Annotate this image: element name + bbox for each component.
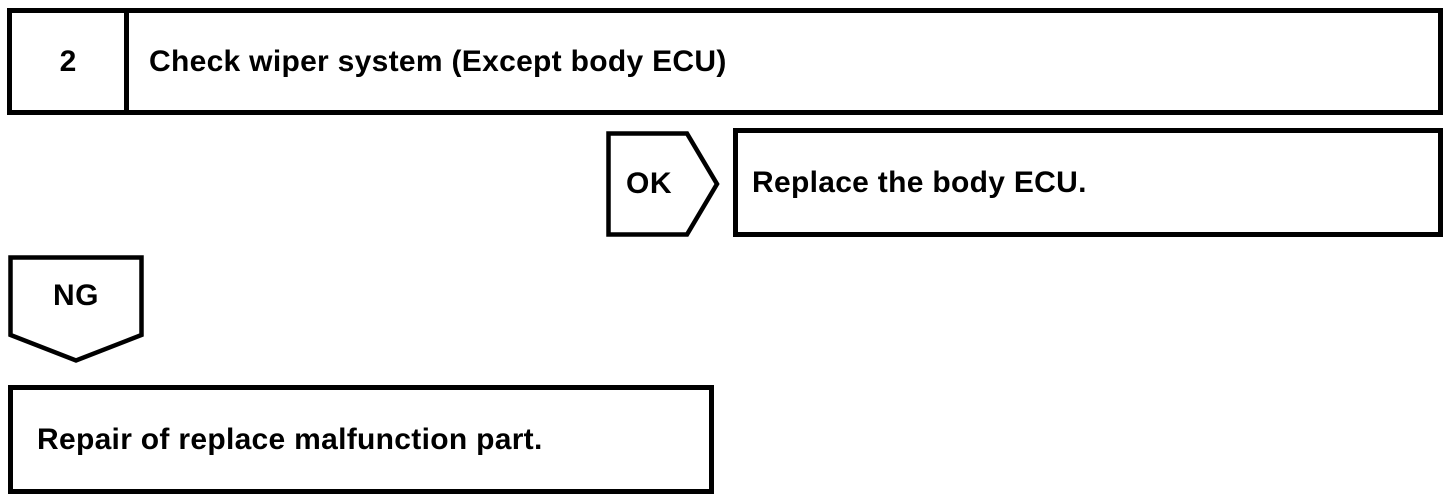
ok-action-text: Replace the body ECU. bbox=[752, 165, 1087, 199]
ng-connector-label: NG bbox=[53, 279, 99, 312]
step-title: Check wiper system (Except body ECU) bbox=[149, 44, 727, 78]
ng-action-box: Repair of replace malfunction part. bbox=[8, 385, 714, 494]
ok-connector-label: OK bbox=[626, 167, 672, 200]
ok-connector: OK bbox=[606, 131, 720, 237]
ng-action-text: Repair of replace malfunction part. bbox=[37, 422, 543, 456]
ng-arrow-down-icon bbox=[8, 255, 144, 363]
ok-action-box: Replace the body ECU. bbox=[733, 128, 1443, 237]
ng-connector: NG bbox=[8, 255, 144, 363]
step-box: 2 Check wiper system (Except body ECU) bbox=[7, 8, 1443, 115]
step-number: 2 bbox=[12, 13, 129, 110]
ok-arrow-right-icon bbox=[606, 131, 720, 237]
